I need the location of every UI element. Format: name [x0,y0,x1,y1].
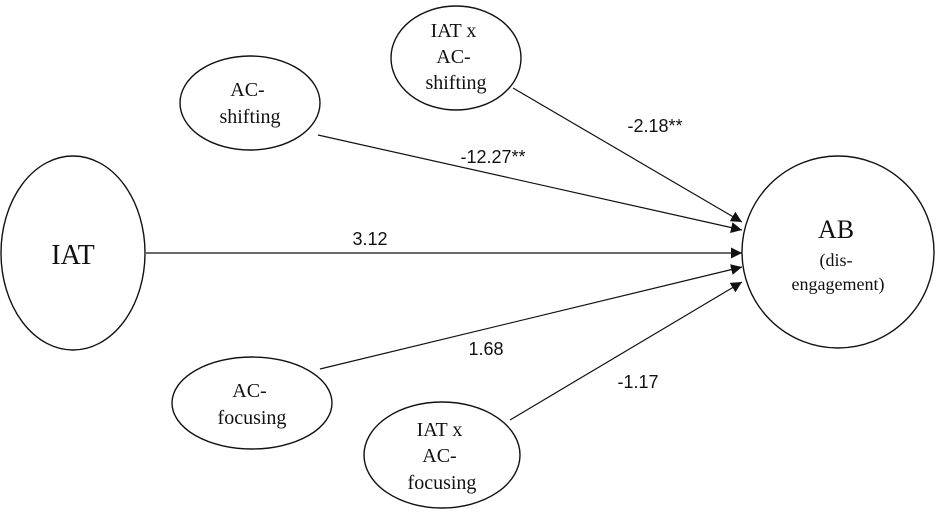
node-ac-shifting-line: AC- [230,79,264,101]
node-iat-x-ac-focusing-line: AC- [422,445,456,467]
node-ac-shifting-line: shifting [219,106,280,128]
node-iat-x-ac-shifting: IAT x AC- shifting [390,5,522,111]
node-ab-shape [741,155,935,349]
node-iat-x-ac-focusing-line: focusing [408,472,477,494]
edge-ac-focusing-to-ab [319,264,743,370]
node-ac-focusing: AC- focusing [171,356,333,450]
coefficient-label-iat-x-ac-shifting: -2.18** [627,116,682,136]
edge-iat-x-ac-shifting-to-ab [512,87,743,223]
coefficient-label-ac-shifting: -12.27** [460,147,525,167]
node-ab-label: AB (dis- engagement) [792,215,885,295]
node-iat-x-ac-focusing-shape [363,401,521,509]
node-ab-line: AB [818,215,854,244]
node-ac-focusing-label: AC- focusing [218,380,287,429]
node-ac-shifting-label: AC- shifting [219,79,280,128]
node-ac-shifting: AC- shifting [179,55,321,151]
coefficient-label-iat-x-ac-focusing: -1.17 [617,372,658,392]
node-ac-focusing-line: focusing [218,407,287,429]
edge-iat-x-ac-focusing-to-ab [509,281,743,421]
node-ab-line: (dis- [820,250,853,271]
node-iat-x-ac-shifting-shape [390,5,522,111]
node-iat-x-ac-focusing-line: IAT x [417,419,463,441]
node-iat-x-ac-shifting-line: AC- [436,46,470,68]
node-ac-focusing-line: AC- [232,380,266,402]
node-iat: IAT [0,155,146,351]
edges [146,87,743,421]
node-ac-shifting-shape [179,55,321,151]
node-iat-x-ac-focusing-label: IAT x AC- focusing [408,419,477,494]
coefficient-label-iat: 3.12 [352,229,387,249]
node-ab: AB (dis- engagement) [741,155,935,349]
node-iat-shape [0,155,146,351]
coefficient-label-ac-focusing: 1.68 [468,339,503,359]
node-ac-focusing-shape [171,356,333,450]
node-ab-line: engagement) [792,274,885,295]
node-iat-x-ac-focusing: IAT x AC- focusing [363,401,521,509]
node-iat-x-ac-shifting-line: IAT x [431,20,477,42]
node-iat-line: IAT [51,240,95,271]
edge-labels: 3.12 -12.27** -2.18** 1.68 -1.17 [352,116,682,392]
node-iat-x-ac-shifting-label: IAT x AC- shifting [425,20,486,94]
node-iat-label: IAT [51,240,95,271]
node-iat-x-ac-shifting-line: shifting [425,72,486,94]
edge-ac-shifting-to-ab [317,134,743,233]
